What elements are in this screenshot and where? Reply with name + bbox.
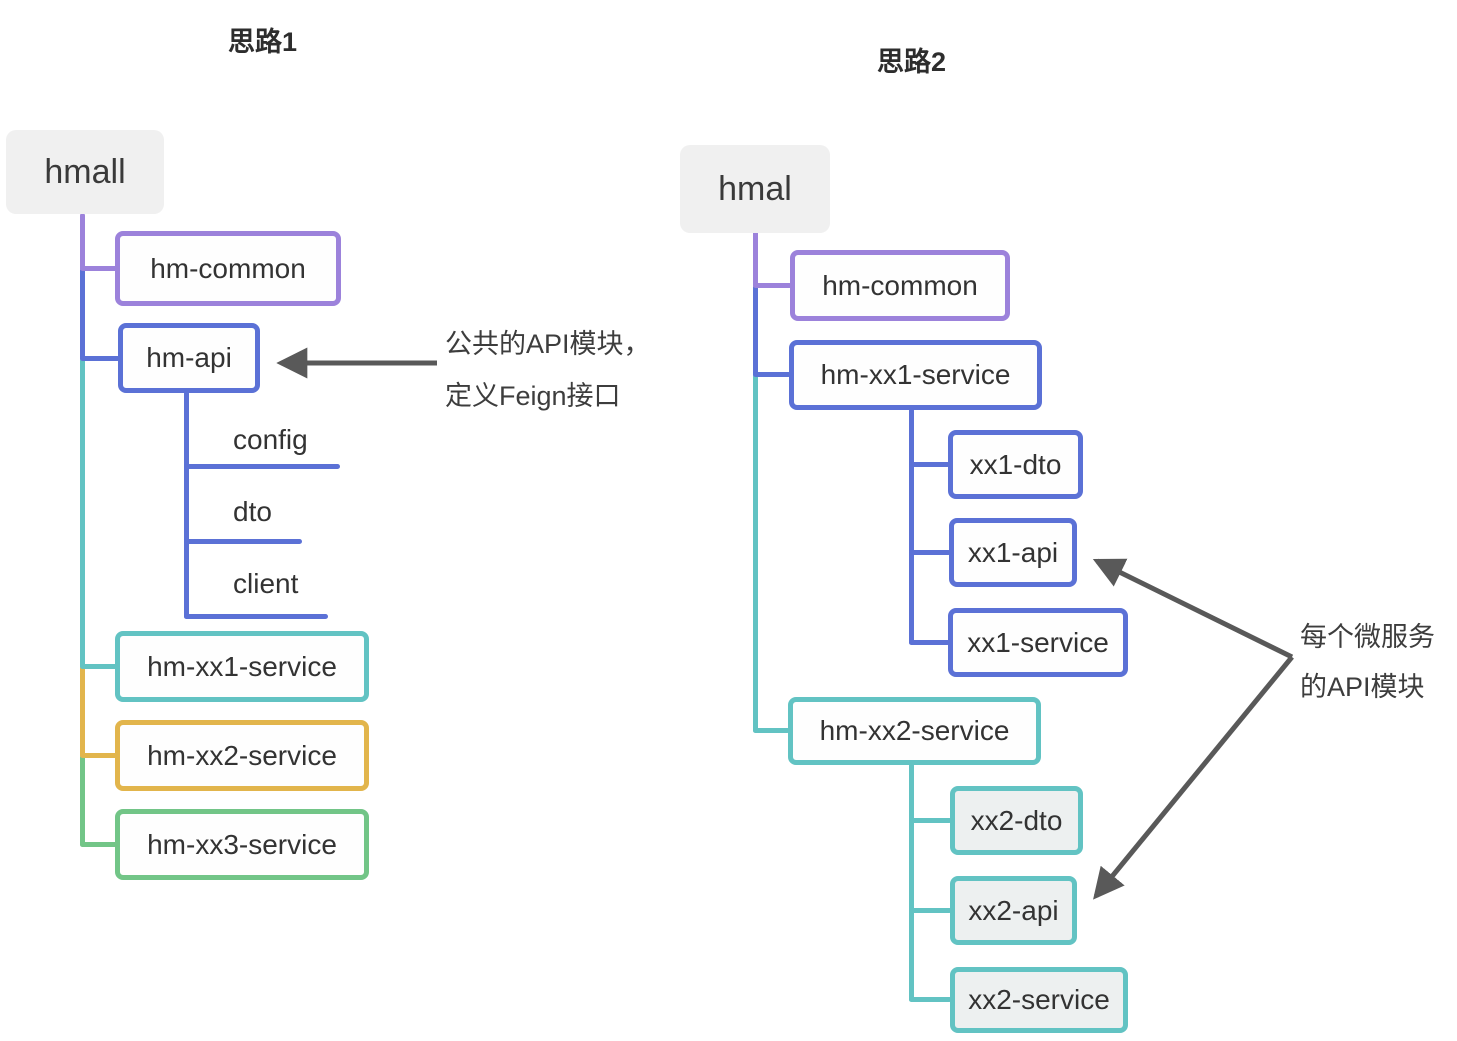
tree2-hm-xx2-service-node: hm-xx2-service xyxy=(788,697,1041,765)
tree1-client-label: client xyxy=(233,568,299,599)
tree1-trunk-yellow xyxy=(80,666,85,758)
tree1-xx2-service-node: hm-xx2-service xyxy=(115,720,369,791)
tree2-xx1-dto-node: xx1-dto xyxy=(948,430,1083,499)
per-service-note-line1: 每个微服务 xyxy=(1300,622,1435,652)
tree1-branch-hm-api xyxy=(80,356,120,361)
tree1-config-underline xyxy=(184,464,340,469)
tree2-branch-xx2-dto xyxy=(909,818,952,823)
tree2-xx1-stem xyxy=(909,408,914,645)
tree1-config-label: config xyxy=(233,424,308,455)
tree2-xx2-stem xyxy=(909,763,914,1002)
tree2-xx1-service-node: xx1-service xyxy=(948,608,1128,677)
tree1-dto-label: dto xyxy=(233,496,272,527)
tree2-branch-xx2-service xyxy=(909,997,952,1002)
tree1-root-node: hmall xyxy=(6,130,164,214)
tree2-branch-xx2-api xyxy=(909,908,952,913)
tree1-xx3-service-node: hm-xx3-service xyxy=(115,809,369,880)
tree2-hm-xx1-service-node: hm-xx1-service xyxy=(789,340,1042,410)
arrow-to-xx2-api xyxy=(1093,655,1294,900)
tree1-hm-common-node: hm-common xyxy=(115,231,341,306)
tree1-xx1-service-node: hm-xx1-service xyxy=(115,631,369,702)
tree2-hm-common-node: hm-common xyxy=(790,250,1010,321)
tree2-branch-hm-common xyxy=(753,283,792,288)
tree2-xx2-service-node: xx2-service xyxy=(950,967,1128,1033)
tree2-root-node: hmal xyxy=(680,145,830,233)
tree2-xx2-dto-node: xx2-dto xyxy=(950,786,1083,855)
tree2-branch-xx1-service xyxy=(909,640,950,645)
tree2-trunk-purple xyxy=(753,230,758,288)
tree2-xx2-api-node: xx2-api xyxy=(950,876,1077,945)
tree2-branch-xx1-api xyxy=(909,550,951,555)
tree2-branch-xx1-dto xyxy=(909,462,950,467)
tree2-branch-xx1 xyxy=(753,372,791,377)
tree1-hm-api-node: hm-api xyxy=(118,323,260,393)
tree1-branch-xx3 xyxy=(80,842,118,847)
tree2-trunk-indigo xyxy=(753,285,758,377)
tree2-xx1-api-node: xx1-api xyxy=(949,518,1077,587)
tree2-trunk-teal xyxy=(753,374,758,733)
tree1-branch-xx2 xyxy=(80,753,118,758)
tree1-dto-underline xyxy=(184,539,302,544)
tree1-api-stem xyxy=(184,391,189,619)
tree1-trunk-indigo xyxy=(80,268,85,361)
api-module-note-line2: 定义Feign接口 xyxy=(445,381,621,411)
tree1-branch-xx1 xyxy=(80,664,118,669)
tree2-branch-xx2 xyxy=(753,728,790,733)
tree1-trunk-green xyxy=(80,755,85,847)
per-service-note-line2: 的API模块 xyxy=(1300,672,1425,702)
tree1-trunk-purple xyxy=(80,213,85,271)
approach1-title: 思路1 xyxy=(228,27,298,57)
api-module-note-line1: 公共的API模块， xyxy=(445,329,651,359)
tree1-branch-hm-common xyxy=(80,266,118,271)
approach2-title: 思路2 xyxy=(877,47,947,77)
tree1-client-underline xyxy=(184,614,328,619)
tree1-trunk-teal xyxy=(80,358,85,669)
